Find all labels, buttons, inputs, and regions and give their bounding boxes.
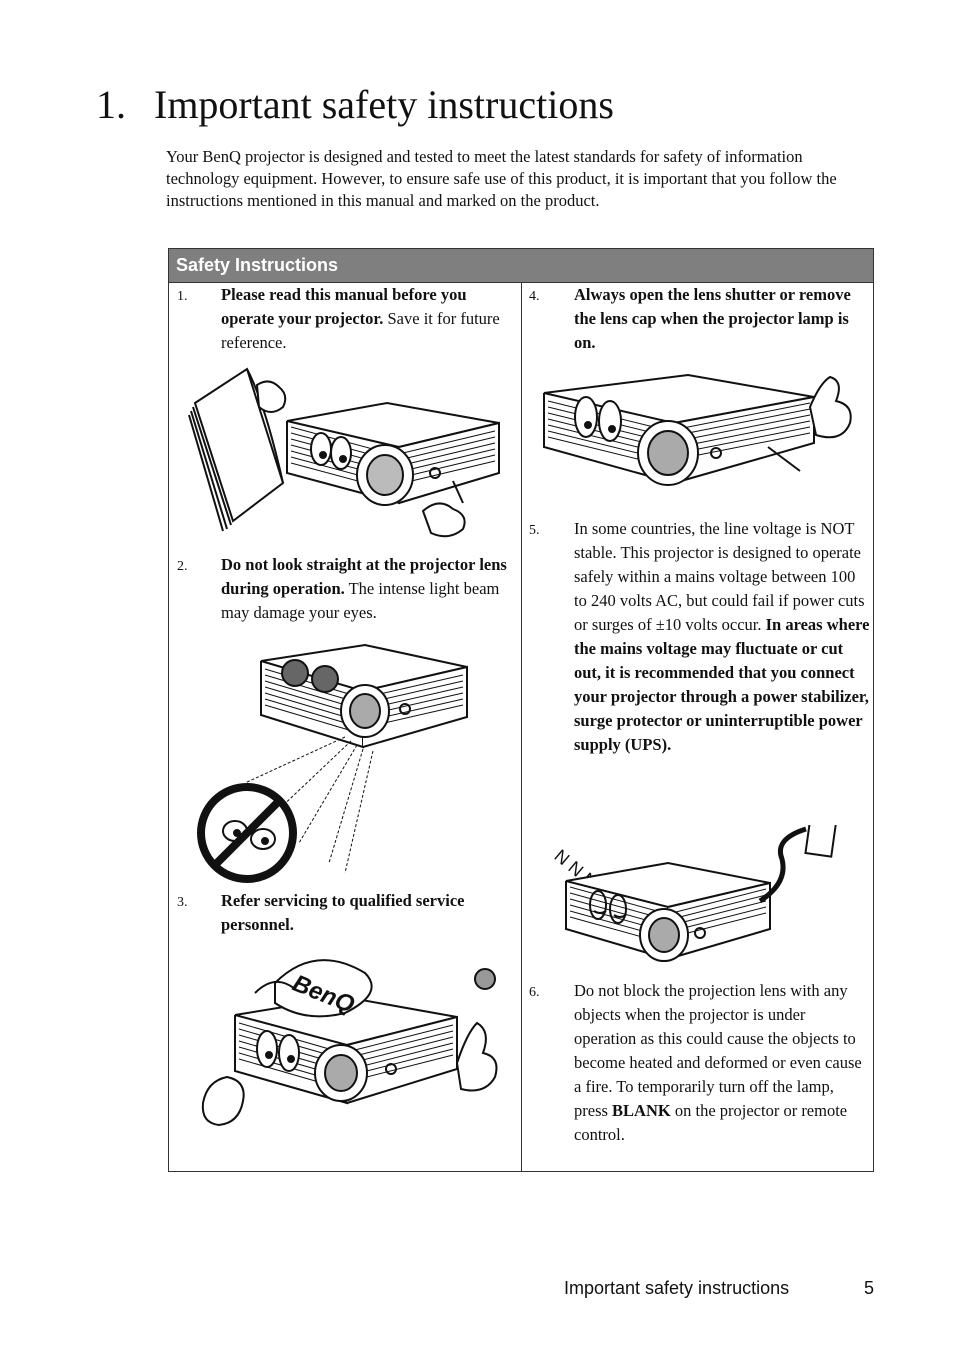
item-emphasis: Do not look straight at the projector le… — [221, 555, 507, 598]
item-number: 5. — [529, 523, 540, 538]
item-emphasis: Please read this manual before you opera… — [221, 285, 467, 328]
footer-page-number: 5 — [864, 1278, 875, 1298]
item-text: Always open the lens shutter or remove t… — [574, 283, 854, 355]
do-not-look-illustration — [197, 643, 468, 883]
item-emphasis: In areas where the mains voltage may flu… — [574, 615, 870, 754]
section-number: 1. — [96, 82, 126, 127]
item-emphasis: BLANK — [612, 1101, 671, 1120]
service-personnel-illustration: BenQ — [201, 959, 498, 1127]
item-body-end: on the projector or remote control. — [574, 1101, 848, 1144]
page-title: 1. Important safety instructions — [96, 80, 614, 130]
item-number: 4. — [529, 289, 540, 304]
table-header: Safety Instructions — [169, 249, 873, 283]
item-body: The intense light beam may damage your e… — [221, 579, 500, 622]
item-body: Do not block the projection lens with an… — [574, 981, 862, 1120]
item-text: Refer servicing to qualified service per… — [221, 889, 513, 937]
power-stabilizer-illustration: N N N — [551, 825, 838, 962]
safety-instructions-table: Safety Instructions 1. Please read this … — [168, 248, 874, 1172]
section-title: Important safety instructions — [154, 82, 614, 127]
item-emphasis: Refer servicing to qualified service per… — [221, 891, 465, 934]
item-number: 1. — [177, 289, 188, 304]
item-text: Do not block the projection lens with an… — [574, 979, 868, 1147]
item-text: Do not look straight at the projector le… — [221, 553, 513, 625]
left-column: 1. Please read this manual before you op… — [169, 283, 522, 1171]
right-column: 4. Always open the lens shutter or remov… — [522, 283, 873, 1171]
item-number: 2. — [177, 559, 188, 574]
reading-manual-illustration — [188, 367, 500, 538]
item-body: Save it for future reference. — [221, 309, 500, 352]
item-number: 6. — [529, 985, 540, 1000]
item-number: 3. — [177, 895, 188, 910]
open-lens-illustration — [543, 373, 852, 486]
item-body: In some countries, the line voltage is N… — [574, 519, 865, 634]
item-emphasis: Always open the lens shutter or remove t… — [574, 285, 851, 352]
footer-section-label: Important safety instructions — [564, 1278, 790, 1298]
intro-paragraph: Your BenQ projector is designed and test… — [166, 147, 837, 210]
item-text: Please read this manual before you opera… — [221, 283, 513, 355]
item-text: In some countries, the line voltage is N… — [574, 517, 870, 757]
